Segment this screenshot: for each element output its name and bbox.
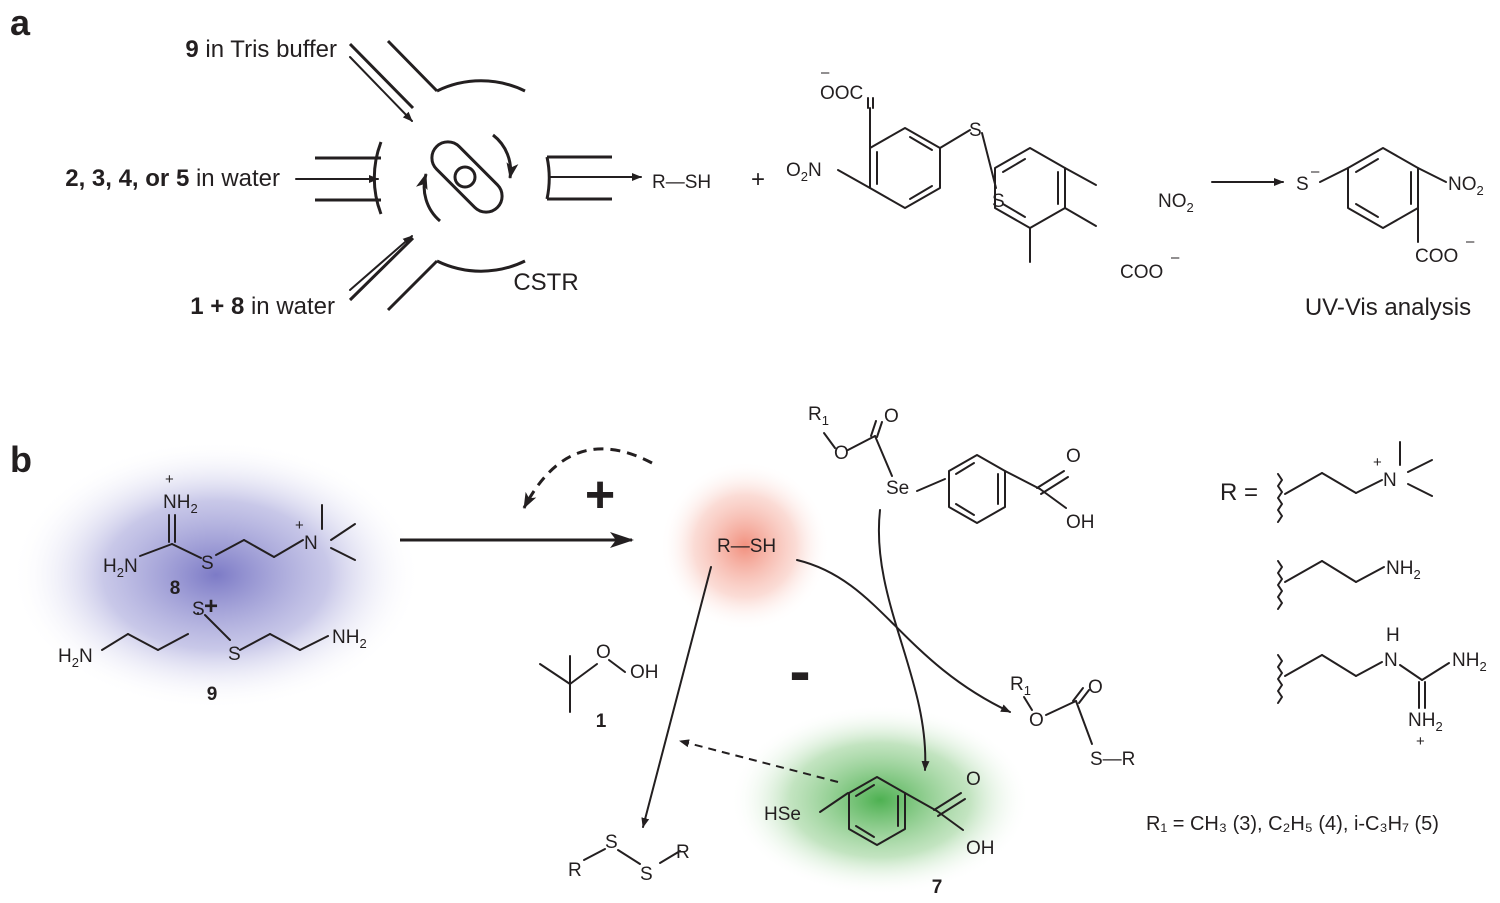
dtnb-ooc: OOC: [820, 83, 863, 104]
feed-top-num: 9: [185, 36, 198, 63]
panel-a-label: a: [10, 2, 31, 43]
thio-o1: O: [1029, 710, 1044, 731]
disulfide-r1: R: [568, 860, 582, 881]
thiol-b: R—SH: [717, 536, 776, 557]
feed-mid-text: in water: [189, 165, 280, 192]
dtnb-neg-2: –: [1171, 249, 1180, 266]
disulfide: [583, 848, 681, 865]
tnb-s: S: [1296, 174, 1309, 195]
r3-plus: +: [1416, 733, 1425, 750]
r3-nh2: NH2: [1452, 650, 1487, 674]
seleno-o1: O: [834, 443, 849, 464]
r-group-2: [1277, 560, 1385, 610]
cmpd1-label: 1: [596, 711, 607, 732]
cmpd8-nh2: NH2: [163, 492, 198, 516]
dtnb-reagent: [837, 97, 1097, 263]
cmpd8-s: S: [201, 553, 214, 574]
cmpd9-h2n: H2N: [58, 646, 93, 670]
seleno-oh: OH: [1066, 512, 1095, 533]
selenol-arrow: [877, 509, 930, 771]
r-group-3: [1277, 654, 1450, 709]
r-equals: R =: [1220, 479, 1258, 506]
thio-sr: S—R: [1090, 749, 1135, 770]
red-glow: [660, 461, 830, 631]
tnb-product: [1319, 147, 1447, 243]
seleno-o3: O: [1066, 446, 1081, 467]
feed-bot-num: 1 + 8: [190, 293, 244, 320]
green-glow: [730, 705, 1030, 895]
dtnb-neg-1: –: [821, 64, 830, 81]
r1-nplus: +: [1373, 454, 1382, 471]
cmpd7-hse: HSe: [764, 804, 801, 825]
feedback-arrow: [522, 447, 653, 509]
cmpd7-label: 7: [932, 877, 943, 898]
cstr-label: CSTR: [513, 269, 578, 296]
cmpd8-9-plus: +: [204, 593, 218, 620]
dtnb-s2: S: [992, 191, 1005, 212]
cmpd8-label: 8: [170, 578, 181, 599]
feed-top-label: 9 in Tris buffer: [185, 36, 337, 63]
compound-9: [101, 612, 329, 651]
thio-r1: R1: [1010, 674, 1031, 698]
cmpd7-o: O: [966, 769, 981, 790]
dtnb-coo: COO: [1120, 262, 1163, 283]
thioester-arrow: [796, 559, 1011, 713]
thio-o2: O: [1088, 677, 1103, 698]
seleno-o2: O: [884, 406, 899, 427]
tnb-coo: COO: [1415, 246, 1458, 267]
disulfide-s2: S: [640, 864, 653, 885]
selenoester: [823, 420, 1069, 524]
disulfide-arrow: [641, 566, 712, 828]
tnb-neg-1: –: [1311, 163, 1320, 180]
feed-bot-text: in water: [244, 293, 335, 320]
positive-feedback: +: [585, 466, 615, 524]
r3-n: N: [1384, 650, 1398, 671]
cmpd8-plus-1: +: [165, 471, 174, 488]
feed-mid-label: 2, 3, 4, or 5 in water: [65, 165, 280, 192]
r3-h: H: [1386, 625, 1400, 646]
cmpd1-o: O: [596, 642, 611, 663]
cmpd9-label: 9: [207, 684, 218, 705]
seleno-se: Se: [886, 478, 909, 499]
cstr-reactor: [295, 39, 642, 312]
r1-definition: R₁ = CH₃ (3), C₂H₅ (4), i-C₃H₇ (5): [1146, 813, 1439, 835]
dtnb-no2: NO2: [1158, 191, 1194, 215]
r1-n: N: [1383, 470, 1397, 491]
r-group-1: [1277, 441, 1433, 523]
compound-7: [819, 776, 966, 846]
seleno-r1: R1: [808, 404, 829, 428]
cmpd8-n: N: [304, 533, 318, 554]
feed-top-text: in Tris buffer: [199, 36, 337, 63]
panel-b-label: b: [10, 439, 32, 480]
feed-bot-label: 1 + 8 in water: [190, 293, 335, 320]
r3-nh2b: NH2: [1408, 710, 1443, 734]
uv-vis-label: UV-Vis analysis: [1305, 294, 1471, 321]
cmpd8-h2n: H2N: [103, 556, 138, 580]
dtnb-o2n: O2N: [786, 160, 822, 184]
feed-mid-num: 2, 3, 4, or 5: [65, 165, 189, 192]
cmpd9-s1: S: [192, 599, 205, 620]
tnb-no2: NO2: [1448, 174, 1484, 198]
cmpd8-plus-2: +: [295, 517, 304, 534]
cmpd7-oh: OH: [966, 838, 995, 859]
compound-1: [539, 655, 626, 713]
thiol-a: R—SH: [652, 172, 711, 193]
r2-nh2: NH2: [1386, 558, 1421, 582]
compound-8: [139, 504, 356, 561]
cmpd9-nh2: NH2: [332, 627, 367, 651]
disulfide-s1: S: [605, 832, 618, 853]
plus-a: +: [751, 166, 765, 193]
cmpd1-oh: OH: [630, 662, 659, 683]
tnb-neg-2: –: [1466, 233, 1475, 250]
dtnb-s1: S: [969, 120, 982, 141]
negative-feedback: -: [789, 635, 810, 707]
cmpd9-s2: S: [228, 644, 241, 665]
thioester: [1023, 687, 1093, 745]
disulfide-r2: R: [676, 842, 690, 863]
